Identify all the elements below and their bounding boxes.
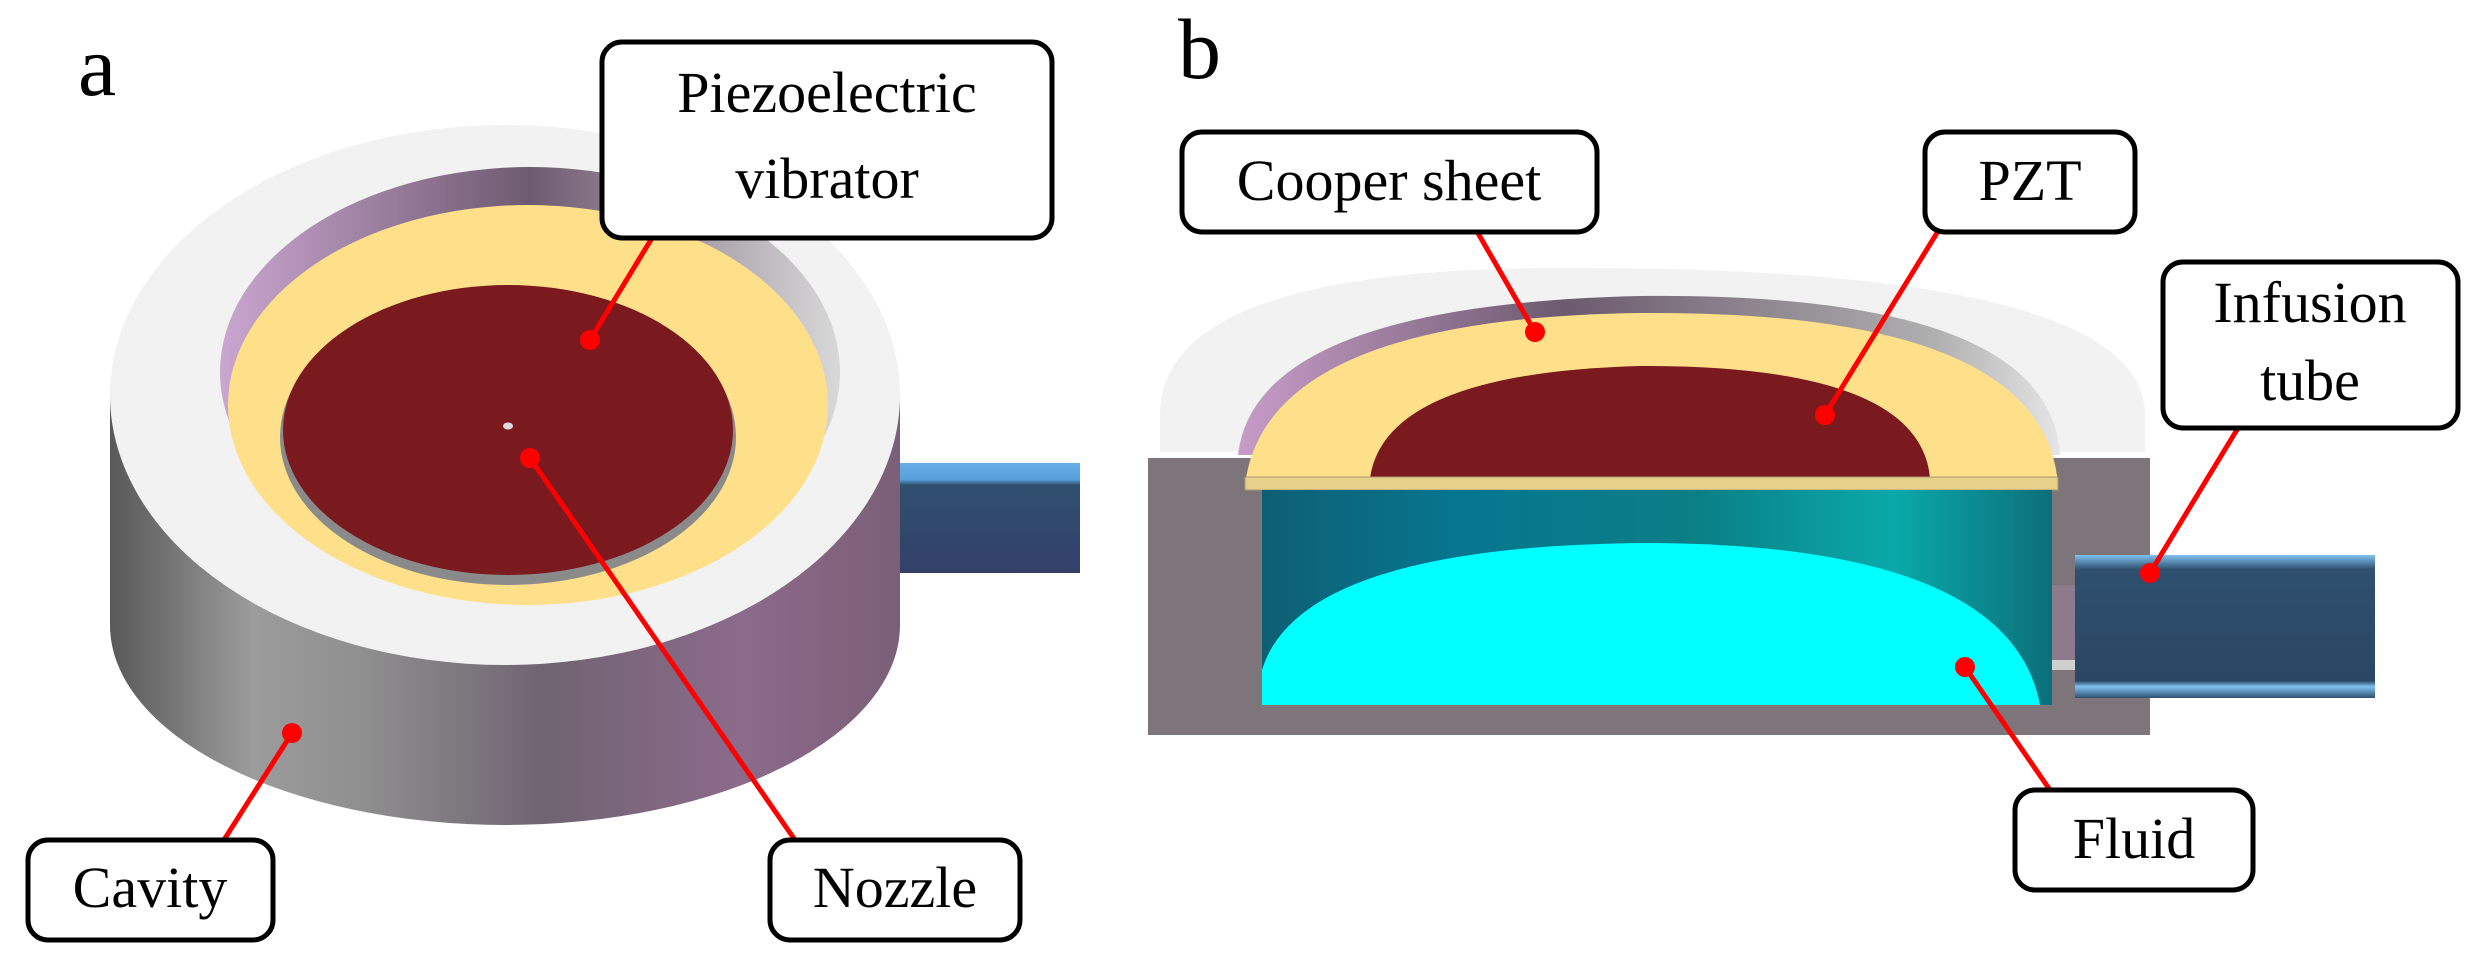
infusion-tube-a bbox=[880, 463, 1080, 573]
leader-nozzle-dot bbox=[520, 448, 540, 468]
label-fluid: Fluid bbox=[2073, 806, 2196, 871]
label-infusion-tube-line2: tube bbox=[2260, 348, 2360, 413]
label-nozzle: Nozzle bbox=[813, 855, 977, 920]
leader-fluid-dot bbox=[1955, 657, 1975, 677]
label-piezoelectric-line2: vibrator bbox=[735, 146, 919, 211]
callout-piezoelectric-vibrator: Piezoelectric vibrator bbox=[599, 39, 1055, 241]
pzt-disc-a bbox=[283, 285, 733, 575]
panel-a: a bbox=[78, 18, 1080, 825]
leader-cooper bbox=[1472, 226, 1538, 334]
callout-cooper-sheet: Cooper sheet bbox=[1179, 129, 1600, 235]
pzt-b bbox=[1370, 365, 1930, 478]
label-cavity: Cavity bbox=[73, 855, 228, 920]
fluid-b bbox=[1262, 543, 2040, 705]
leader-lines bbox=[219, 226, 2241, 845]
leader-piezo-dot bbox=[580, 330, 600, 350]
callout-box bbox=[2160, 259, 2461, 431]
infusion-tube-b bbox=[2075, 555, 2375, 698]
callout-fluid: Fluid bbox=[2012, 787, 2256, 893]
leader-tube bbox=[2147, 426, 2241, 575]
leader-piezo bbox=[587, 236, 655, 342]
leader-cavity bbox=[219, 731, 295, 845]
callout-infusion-tube: Infusion tube bbox=[2160, 259, 2461, 431]
label-piezoelectric-line1: Piezoelectric bbox=[677, 60, 977, 125]
sheet-edge-b bbox=[1244, 476, 2059, 491]
callout-box bbox=[767, 837, 1023, 943]
label-infusion-tube-line1: Infusion bbox=[2213, 270, 2406, 335]
leader-nozzle bbox=[527, 456, 798, 842]
callout-box bbox=[599, 39, 1055, 241]
callout-cavity: Cavity bbox=[25, 837, 276, 943]
callout-box bbox=[1179, 129, 1600, 235]
leader-fluid bbox=[1962, 665, 2053, 792]
leader-pzt bbox=[1822, 226, 1943, 417]
panel-b: b bbox=[1148, 1, 2375, 735]
label-pzt: PZT bbox=[1978, 148, 2081, 213]
panel-a-letter: a bbox=[78, 18, 116, 114]
leader-cooper-dot bbox=[1525, 322, 1545, 342]
callout-box bbox=[1922, 129, 2138, 235]
panel-b-letter: b bbox=[1178, 1, 1221, 97]
label-cooper-sheet: Cooper sheet bbox=[1237, 148, 1541, 213]
leader-pzt-dot bbox=[1815, 405, 1835, 425]
callout-box bbox=[25, 837, 276, 943]
callout-box bbox=[2012, 787, 2256, 893]
callout-pzt: PZT bbox=[1922, 129, 2138, 235]
callout-nozzle: Nozzle bbox=[767, 837, 1023, 943]
leader-cavity-dot bbox=[282, 723, 302, 743]
nozzle-hole bbox=[503, 422, 513, 430]
leader-tube-dot bbox=[2140, 563, 2160, 583]
